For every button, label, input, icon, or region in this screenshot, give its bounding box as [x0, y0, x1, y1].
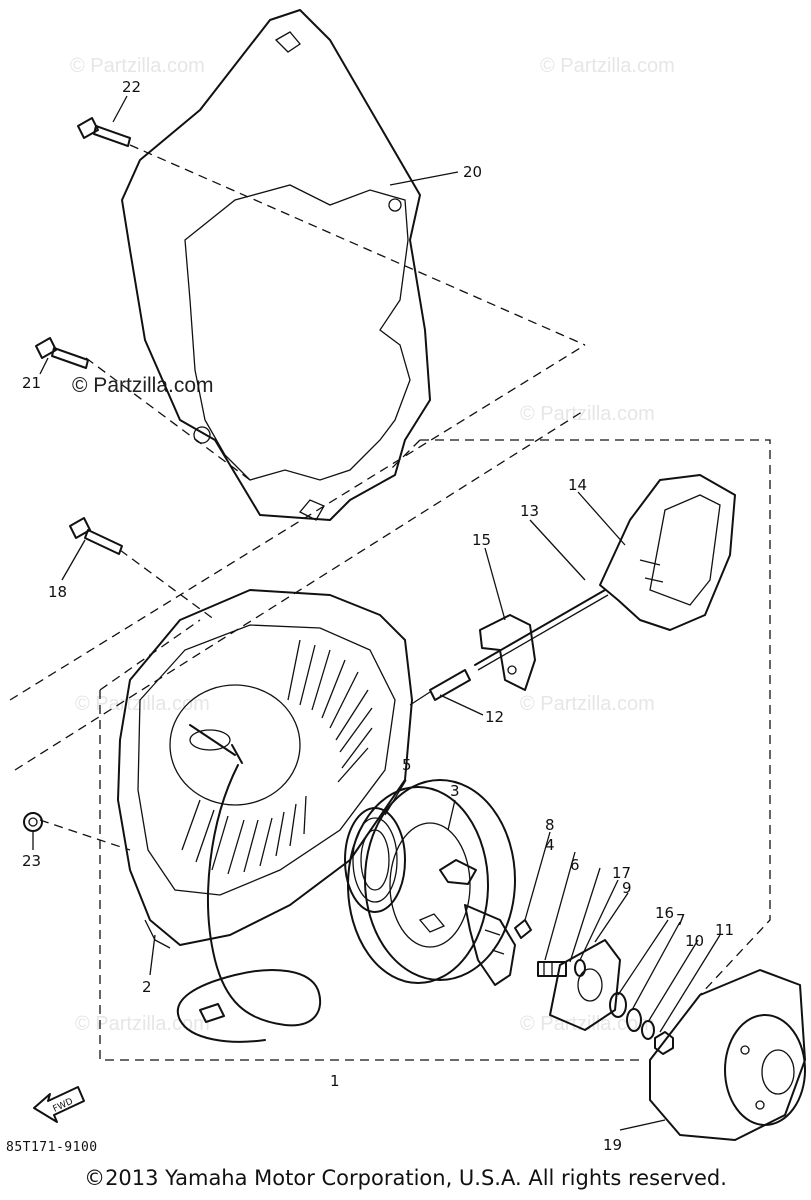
- watermark-text: © Partzilla.com: [540, 55, 675, 77]
- part-5-spring: [344, 807, 406, 913]
- callout-7: 7: [676, 911, 686, 929]
- part-9-friction-plate: [549, 939, 621, 1031]
- callout-9: 9: [622, 879, 632, 897]
- part-20-shroud: [121, 9, 431, 521]
- callout-10: 10: [685, 932, 704, 950]
- diagram-code: 85T171-9100: [6, 1140, 98, 1155]
- part-7-spring: [626, 1008, 642, 1032]
- part-3-pulley: [347, 779, 516, 984]
- callout-17: 17: [612, 864, 631, 882]
- part-17-washer: [574, 959, 586, 977]
- leader-lines: [32, 95, 721, 1131]
- part-22-bolt: [77, 117, 131, 147]
- watermark-text: © Partzilla.com: [70, 55, 205, 77]
- part-2-starter-housing: [117, 589, 413, 1043]
- callout-21: 21: [22, 374, 41, 392]
- part-16-washer: [609, 992, 627, 1018]
- callout-6: 6: [570, 856, 580, 874]
- assembly-guide-lines: [9, 144, 771, 1061]
- watermark-layer: © Partzilla.com © Partzilla.com © Partzi…: [70, 55, 675, 1035]
- part-19-starter-cup: [649, 969, 806, 1141]
- callout-12: 12: [485, 708, 504, 726]
- callout-1: 1: [330, 1072, 340, 1090]
- callout-18: 18: [48, 583, 67, 601]
- part-6-bolt: [537, 961, 567, 977]
- forward-arrow-icon: FWD: [33, 1086, 85, 1123]
- callout-13: 13: [520, 502, 539, 520]
- watermark-text: © Partzilla.com: [75, 693, 210, 715]
- part-15-bracket: [479, 614, 536, 691]
- callout-8: 8: [545, 816, 555, 834]
- watermark-text: © Partzilla.com: [520, 403, 655, 425]
- forward-arrow-label: FWD: [51, 1097, 74, 1115]
- callout-11: 11: [715, 921, 734, 939]
- part-13-cable: [474, 589, 609, 671]
- part-14-handle: [599, 474, 736, 631]
- watermark-text: © Partzilla.com: [75, 1013, 210, 1035]
- callout-2: 2: [142, 978, 152, 996]
- part-12-cable-joint: [409, 669, 471, 706]
- part-4-pawl: [464, 904, 516, 986]
- part-11-nut: [654, 1031, 674, 1055]
- callout-15: 15: [472, 531, 491, 549]
- part-18-bolt: [69, 517, 123, 555]
- callout-4: 4: [545, 836, 555, 854]
- callout-5: 5: [402, 756, 412, 774]
- callout-19: 19: [603, 1136, 622, 1154]
- callout-23: 23: [22, 852, 41, 870]
- part-21-bolt: [35, 337, 89, 369]
- watermark-dark-text: © Partzilla.com: [72, 374, 214, 397]
- part-23-nut: [23, 812, 43, 832]
- part-8-spring-clip: [514, 919, 532, 939]
- copyright-footer: ©2013 Yamaha Motor Corporation, U.S.A. A…: [84, 1166, 727, 1190]
- watermark-text: © Partzilla.com: [520, 693, 655, 715]
- callout-14: 14: [568, 476, 587, 494]
- callout-22: 22: [122, 78, 141, 96]
- callout-3: 3: [450, 782, 460, 800]
- callout-numbers: 1 2 3 4 5 6 7 8 9 10 11 12 13 14 15 16 1…: [22, 78, 734, 1154]
- callout-20: 20: [463, 163, 482, 181]
- watermark-text: © Partzilla.com: [520, 1013, 655, 1035]
- callout-16: 16: [655, 904, 674, 922]
